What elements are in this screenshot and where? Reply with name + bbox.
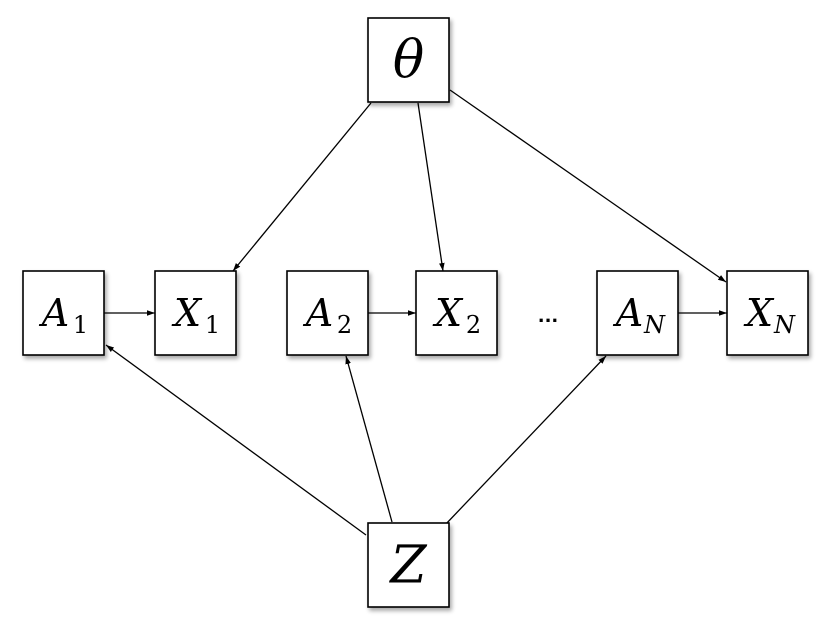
ellipsis-text: ... (538, 306, 559, 327)
node-subscript-xn: N (773, 311, 796, 339)
node-label-a2: A (303, 291, 333, 335)
node-theta: θ (367, 17, 450, 103)
node-label-theta: θ (393, 31, 424, 91)
node-box-theta (367, 17, 450, 103)
node-subscript-a2: 2 (337, 311, 352, 339)
node-box-z (367, 522, 450, 608)
node-z: Z (367, 522, 450, 608)
edge-z-to-an (444, 355, 607, 526)
node-label-an: A (613, 291, 643, 335)
edge-z-to-a2 (345, 355, 393, 523)
node-label-a1: A (39, 291, 69, 335)
node-subscript-a1: 1 (73, 311, 88, 339)
node-box-a1 (22, 270, 105, 356)
edge-theta-to-xn (449, 89, 727, 283)
node-label-z: Z (388, 536, 427, 596)
node-label-x2: X (432, 291, 464, 335)
node-label-xn: X (743, 291, 775, 335)
node-box-a2 (286, 270, 369, 356)
edges-layer (104, 89, 727, 536)
node-subscript-x2: 2 (466, 311, 481, 339)
node-label-x1: X (171, 291, 203, 335)
edge-theta-to-x1 (232, 102, 372, 272)
edge-theta-to-x2 (417, 102, 445, 272)
node-box-an (596, 270, 679, 356)
node-box-x1 (154, 270, 237, 356)
node-box-x2 (415, 270, 498, 356)
node-subscript-x1: 1 (205, 311, 220, 339)
node-subscript-an: N (643, 311, 666, 339)
edge-z-to-a1 (105, 344, 367, 536)
node-box-xn (726, 270, 809, 356)
